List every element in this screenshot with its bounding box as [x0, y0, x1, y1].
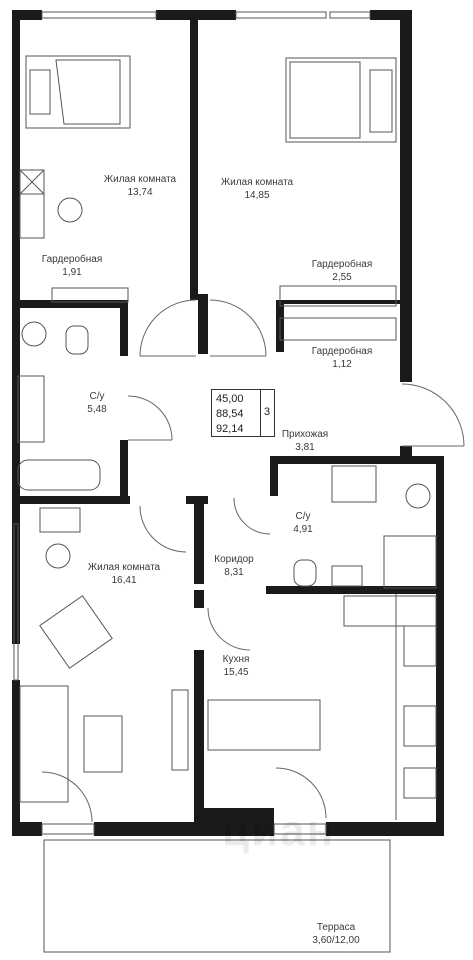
- shower-icon: [383, 535, 437, 589]
- total-with-terrace-value: 92,14: [216, 423, 244, 435]
- bathtub-icon: [17, 459, 101, 491]
- toilet-icon: [293, 559, 317, 587]
- terrace-outline: [43, 839, 391, 953]
- room-count-value: 3: [264, 406, 271, 418]
- oven-icon: [403, 767, 437, 799]
- chair-icon: [45, 543, 71, 569]
- bed-icon: [25, 55, 131, 129]
- table-icon: [83, 715, 123, 773]
- watermark-logo: циан: [222, 806, 336, 855]
- stove-icon: [403, 705, 437, 747]
- sink-icon: [331, 465, 377, 503]
- chair-icon: [57, 197, 83, 223]
- armchair-icon: [39, 595, 113, 669]
- kitchen-sink-icon: [343, 595, 437, 627]
- furniture: [17, 55, 437, 820]
- sink-icon: [21, 321, 47, 347]
- dining-table-icon: [207, 699, 321, 751]
- windows: [13, 11, 371, 835]
- sink-counter: [17, 375, 45, 443]
- summary-divider: [260, 390, 261, 436]
- total-area-value: 88,54: [216, 408, 244, 420]
- toilet-icon: [65, 325, 89, 355]
- fridge-icon: [403, 625, 437, 667]
- area-summary-box: 45,00 88,54 92,14 3: [211, 389, 275, 437]
- washer-icon: [405, 483, 431, 509]
- sofa-icon: [19, 685, 69, 803]
- bed-icon: [285, 57, 397, 143]
- walls: [12, 10, 444, 836]
- doors: [41, 299, 465, 823]
- living-area-value: 45,00: [216, 393, 244, 405]
